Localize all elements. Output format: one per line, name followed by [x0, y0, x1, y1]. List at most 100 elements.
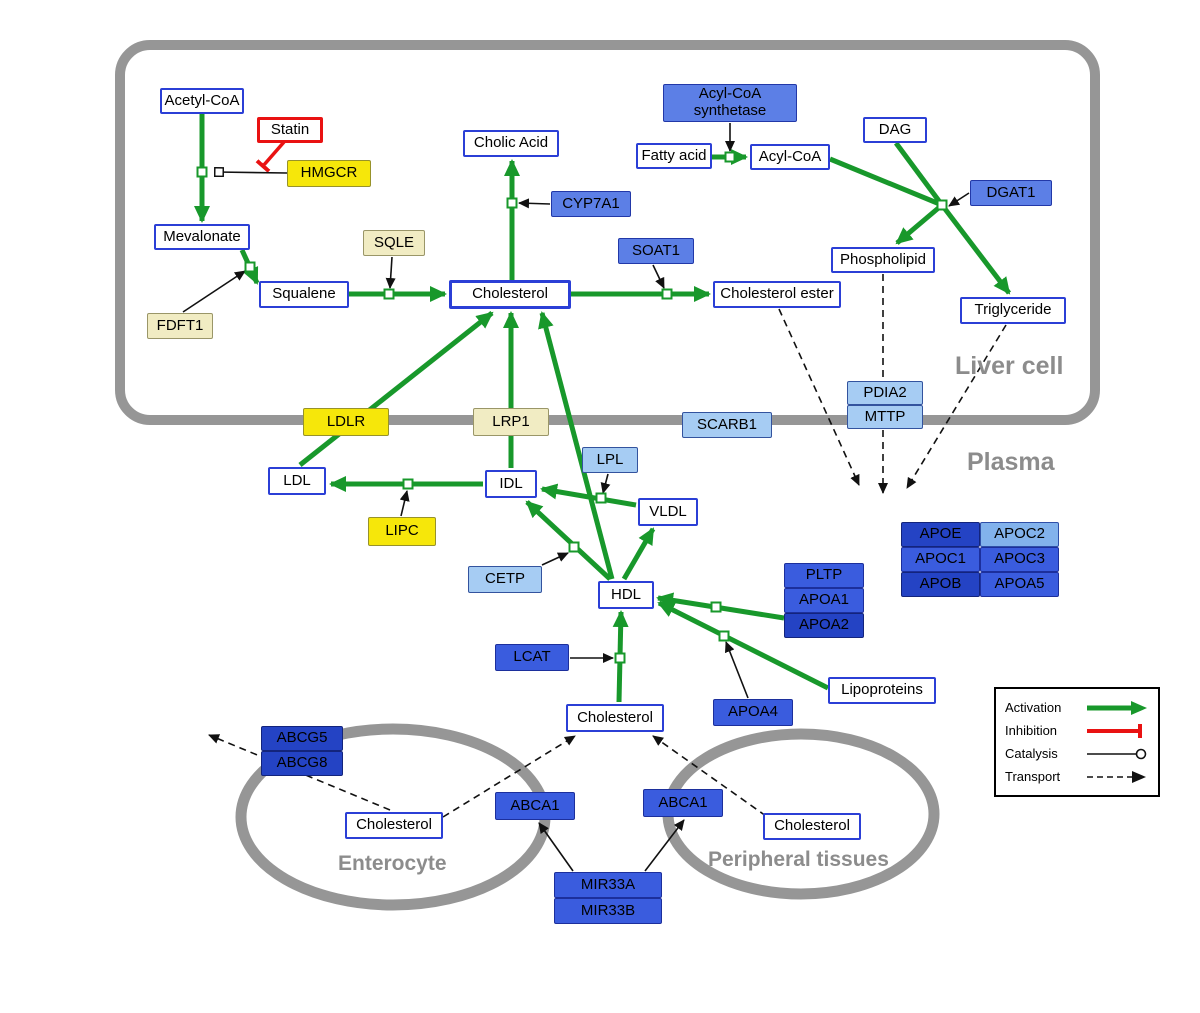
- node-triglyceride[interactable]: Triglyceride: [960, 297, 1066, 324]
- node-apoa2[interactable]: APOA2: [784, 613, 864, 638]
- edge-hdl-vldl: [621, 527, 656, 581]
- node-dag[interactable]: DAG: [863, 117, 927, 143]
- node-pdia2[interactable]: PDIA2: [847, 381, 923, 405]
- edge-vldl-idl: [540, 483, 637, 508]
- reaction-lipc: [402, 478, 414, 490]
- edge-statin-inhibition: [255, 140, 286, 173]
- node-acyl-coa-synthetase[interactable]: Acyl-CoA synthetase: [663, 84, 797, 122]
- reaction-lcat: [614, 652, 626, 664]
- edge-acylcoa-junction: [829, 156, 943, 208]
- node-mttp[interactable]: MTTP: [847, 405, 923, 429]
- node-cholesterol-peripheral[interactable]: Cholesterol: [763, 813, 861, 840]
- reaction-lpl: [595, 492, 607, 504]
- edge-mir33-abca1-enterocyte: [538, 822, 574, 872]
- reaction-dgat1: [936, 199, 948, 211]
- node-apoc1[interactable]: APOC1: [901, 547, 980, 572]
- node-abcg8[interactable]: ABCG8: [261, 751, 343, 776]
- reaction-soat1: [661, 288, 673, 300]
- edge-lpl-catalysis: [600, 473, 611, 494]
- node-lipoproteins[interactable]: Lipoproteins: [828, 677, 936, 704]
- node-sqle[interactable]: SQLE: [363, 230, 425, 256]
- node-scarb1[interactable]: SCARB1: [682, 412, 772, 438]
- node-lipc[interactable]: LIPC: [368, 517, 436, 546]
- peripheral-tissues-label: Peripheral tissues: [708, 848, 889, 871]
- liver-cell-membrane: [115, 40, 1100, 425]
- node-abcg5[interactable]: ABCG5: [261, 726, 343, 751]
- inhibition-tbar-icon: [1087, 723, 1142, 738]
- edge-enterocyte-abca1-transport: [442, 735, 576, 818]
- edge-apoa4-catalysis: [725, 641, 749, 699]
- reaction-cyp7a1: [506, 197, 518, 209]
- edge-cyp7a1-catalysis: [518, 198, 551, 209]
- node-apob[interactable]: APOB: [901, 572, 980, 597]
- liver-cell-label: Liver cell: [955, 352, 1064, 380]
- node-fatty-acid[interactable]: Fatty acid: [636, 143, 712, 169]
- plasma-label: Plasma: [967, 448, 1055, 476]
- node-squalene[interactable]: Squalene: [259, 281, 349, 308]
- legend-activation-label: Activation: [1005, 700, 1062, 715]
- node-cetp[interactable]: CETP: [468, 566, 542, 593]
- edge-junction-phospholipid: [895, 203, 944, 245]
- node-soat1[interactable]: SOAT1: [618, 238, 694, 264]
- legend-row-activation: Activation: [1005, 696, 1149, 719]
- edge-cholesterylester-transport: [778, 308, 860, 486]
- node-dgat1[interactable]: DGAT1: [970, 180, 1052, 206]
- edge-hdl-idl: [525, 500, 612, 581]
- node-apoa1[interactable]: APOA1: [784, 588, 864, 613]
- node-apoc2[interactable]: APOC2: [980, 522, 1059, 547]
- edge-triglyceride-transport: [906, 324, 1007, 489]
- node-cholesterol-plasma[interactable]: Cholesterol: [566, 704, 664, 732]
- node-cholesterol-liver[interactable]: Cholesterol: [449, 280, 571, 309]
- reaction-hmgcr: [196, 166, 208, 178]
- node-mir33b[interactable]: MIR33B: [554, 898, 662, 924]
- node-mir33a[interactable]: MIR33A: [554, 872, 662, 898]
- node-lcat[interactable]: LCAT: [495, 644, 569, 671]
- legend-transport-label: Transport: [1005, 769, 1061, 784]
- edge-hdl-cholesterol: [538, 311, 615, 580]
- edge-cetp-catalysis: [541, 552, 569, 566]
- node-hmgcr[interactable]: HMGCR: [287, 160, 371, 187]
- node-phospholipid[interactable]: Phospholipid: [831, 247, 935, 273]
- node-lpl[interactable]: LPL: [582, 447, 638, 473]
- reaction-sqle: [383, 288, 395, 300]
- node-apoa5[interactable]: APOA5: [980, 572, 1059, 597]
- node-lrp1[interactable]: LRP1: [473, 408, 549, 436]
- legend-inhibition-label: Inhibition: [1005, 723, 1058, 738]
- activation-arrow-icon: [1087, 700, 1147, 715]
- node-vldl[interactable]: VLDL: [638, 498, 698, 526]
- node-ldlr[interactable]: LDLR: [303, 408, 389, 436]
- edge-mir33-abca1-peripheral: [644, 819, 685, 872]
- reaction-apoa4: [718, 630, 730, 642]
- node-statin[interactable]: Statin: [257, 117, 323, 143]
- reaction-fdft1: [244, 261, 256, 273]
- node-abca1-enterocyte[interactable]: ABCA1: [495, 792, 575, 820]
- node-apoc3[interactable]: APOC3: [980, 547, 1059, 572]
- reaction-cetp: [568, 541, 580, 553]
- node-hdl[interactable]: HDL: [598, 581, 654, 609]
- edge-hmgcr-catalysis: [213, 166, 288, 178]
- legend-row-catalysis: Catalysis: [1005, 742, 1149, 765]
- node-acetyl-coa[interactable]: Acetyl-CoA: [160, 88, 244, 114]
- node-cyp7a1[interactable]: CYP7A1: [551, 191, 631, 217]
- reaction-acylcoa-synthetase: [724, 151, 736, 163]
- reaction-apoa-stack: [710, 601, 722, 613]
- node-acyl-coa[interactable]: Acyl-CoA: [750, 144, 830, 170]
- edge-fdft1-catalysis: [182, 270, 246, 313]
- node-abca1-peripheral[interactable]: ABCA1: [643, 789, 723, 817]
- node-pltp[interactable]: PLTP: [784, 563, 864, 588]
- edge-lipc-catalysis: [399, 490, 410, 517]
- node-idl[interactable]: IDL: [485, 470, 537, 498]
- node-cholesterol-ester[interactable]: Cholesterol ester: [713, 281, 841, 308]
- edge-junction-triglyceride: [940, 203, 1011, 295]
- node-cholic-acid[interactable]: Cholic Acid: [463, 130, 559, 157]
- catalysis-circle-icon: [1087, 748, 1147, 759]
- node-ldl[interactable]: LDL: [268, 467, 326, 495]
- edge-dag-junction: [893, 141, 945, 207]
- node-fdft1[interactable]: FDFT1: [147, 313, 213, 339]
- node-mevalonate[interactable]: Mevalonate: [154, 224, 250, 250]
- node-cholesterol-enterocyte[interactable]: Cholesterol: [345, 812, 443, 839]
- node-apoe[interactable]: APOE: [901, 522, 980, 547]
- node-apoa4[interactable]: APOA4: [713, 699, 793, 726]
